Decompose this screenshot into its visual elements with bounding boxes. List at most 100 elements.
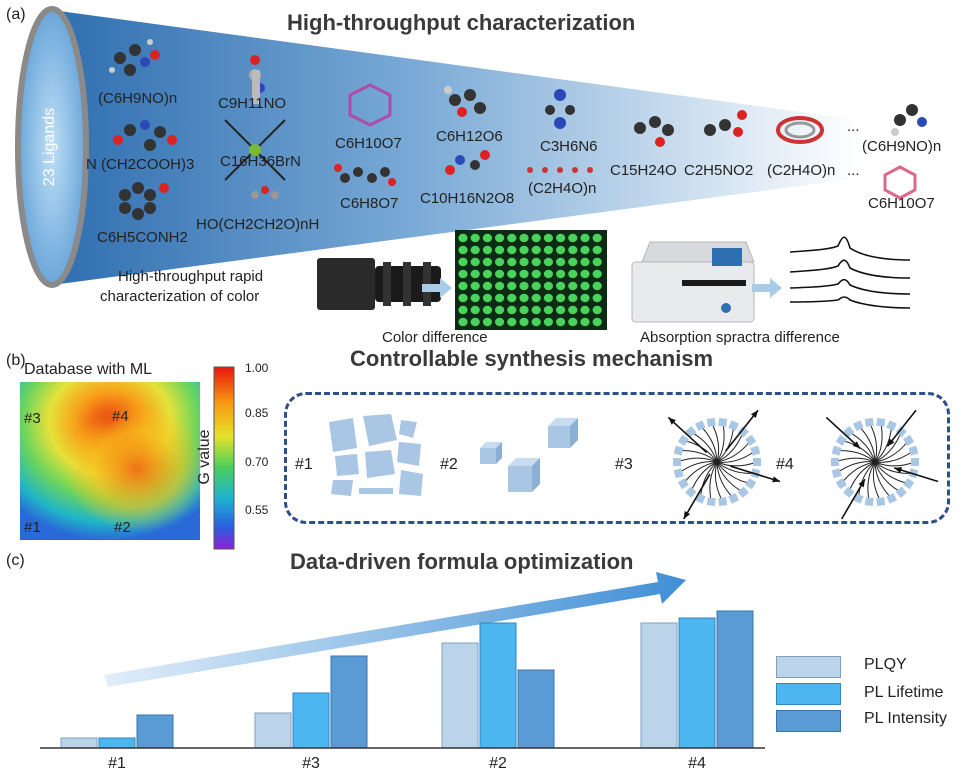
color-difference-caption: Color difference (382, 329, 488, 346)
bar-pl-intensity (716, 610, 754, 749)
ellipsis: ... (847, 162, 860, 179)
trend-arrow (104, 572, 686, 687)
ligand-head (853, 420, 864, 431)
ligand-head (728, 493, 739, 504)
direction-arrow (893, 467, 939, 483)
ligand-head (903, 434, 915, 446)
ligand-head (843, 486, 855, 498)
molecule-icon-c9h11no (249, 55, 265, 104)
plate-well (580, 281, 590, 291)
plate-well (482, 245, 492, 255)
bar-plqy (640, 622, 678, 749)
plate-well (507, 269, 517, 279)
ligand-head (695, 493, 706, 504)
plate-well (470, 269, 480, 279)
g-value-heatmap (20, 382, 200, 540)
colorbar-label: G value (196, 429, 213, 485)
plate-well (507, 233, 517, 243)
plate-well (556, 269, 566, 279)
molecule-icon-citric (334, 164, 396, 186)
plate-well (458, 269, 468, 279)
panel-c-label: (c) (6, 552, 25, 569)
plate-well (592, 293, 602, 303)
legend-label-plqy: PLQY (864, 656, 907, 673)
plate-well (507, 245, 517, 255)
colorbar-tick: 0.85 (245, 406, 269, 420)
molecule-icon-gluconic-1 (348, 83, 392, 127)
molecule-icon-pvp-1 (109, 39, 160, 76)
bar-chart: #1#3#2#4 (40, 610, 765, 770)
plate-well (519, 293, 529, 303)
ligand-head (677, 478, 689, 490)
plate-well (543, 269, 553, 279)
ligand-head (718, 497, 728, 507)
plate-well (531, 317, 541, 327)
bar-pl-lifetime (678, 617, 716, 749)
direction-arrowhead (772, 476, 781, 483)
bar-pl-intensity (330, 655, 368, 749)
legend-label-pl-intensity: PL Intensity (864, 710, 948, 727)
colorbar-tick: 1.00 (245, 361, 269, 375)
heatmap-point-label: #1 (24, 519, 41, 536)
direction-arrow (730, 465, 781, 483)
plate-well (592, 269, 602, 279)
arrow-icon (422, 278, 452, 298)
plate-well (556, 293, 566, 303)
ligand-head (753, 458, 761, 466)
plate-well (568, 305, 578, 315)
ligand-head (706, 417, 716, 427)
plate-well (543, 317, 553, 327)
molecule-icon-peo (527, 167, 593, 173)
ligand-head (831, 458, 839, 466)
plate-well (470, 281, 480, 291)
ligand-formula: C10H16N2O8 (420, 190, 515, 207)
plate-well (482, 257, 492, 267)
bar-pl-lifetime (98, 737, 136, 749)
plate-well (592, 305, 602, 315)
bar-pl-lifetime (479, 622, 517, 749)
ellipsis: ... (847, 118, 860, 135)
plate-well (458, 317, 468, 327)
panel-c-title: Data-driven formula optimization (290, 549, 634, 574)
direction-arrowhead (668, 417, 676, 425)
colorbar (213, 366, 235, 550)
ligand-head (677, 434, 689, 446)
ligand-head (835, 478, 847, 490)
arrow-icon (752, 278, 782, 298)
plate-well (543, 245, 553, 255)
plate-well (568, 293, 578, 303)
ligand-head (911, 458, 919, 466)
plate-well (580, 269, 590, 279)
ligand-formula: C2H5NO2 (684, 162, 754, 179)
ligand-formula: HO(CH2CH2O)nH (196, 216, 320, 233)
mechanism-label: #4 (776, 456, 794, 473)
ligand-head (737, 486, 749, 498)
plate-well (519, 257, 529, 267)
well-plate-image (455, 230, 607, 330)
plate-well (519, 233, 529, 243)
plate-well (495, 245, 505, 255)
heatmap-point-label: #2 (114, 519, 131, 536)
ligand-formula: C16H36BrN (220, 153, 301, 170)
legend-swatch-pl-intensity (776, 710, 841, 732)
ligand-head (908, 445, 919, 456)
colorbar-tick: 0.70 (245, 455, 269, 469)
ligand-head (745, 478, 757, 490)
heatmap-point-label: #4 (112, 408, 129, 425)
plate-well (458, 257, 468, 267)
ligand-head (876, 497, 886, 507)
direction-arrow (840, 478, 866, 520)
direction-arrow (825, 416, 861, 450)
ligand-head (876, 417, 886, 427)
ligand-head (831, 445, 842, 456)
mechanism-box (284, 392, 950, 524)
plate-well (568, 317, 578, 327)
color-caption-line1: High-throughput rapid (118, 268, 264, 285)
plate-well (495, 317, 505, 327)
mechanism-3-micelle-expanding (667, 409, 781, 520)
direction-arrowhead (858, 479, 865, 488)
x-tick-label: #3 (302, 755, 320, 770)
plate-well (531, 269, 541, 279)
plate-well (482, 281, 492, 291)
ligand-head (673, 458, 681, 466)
